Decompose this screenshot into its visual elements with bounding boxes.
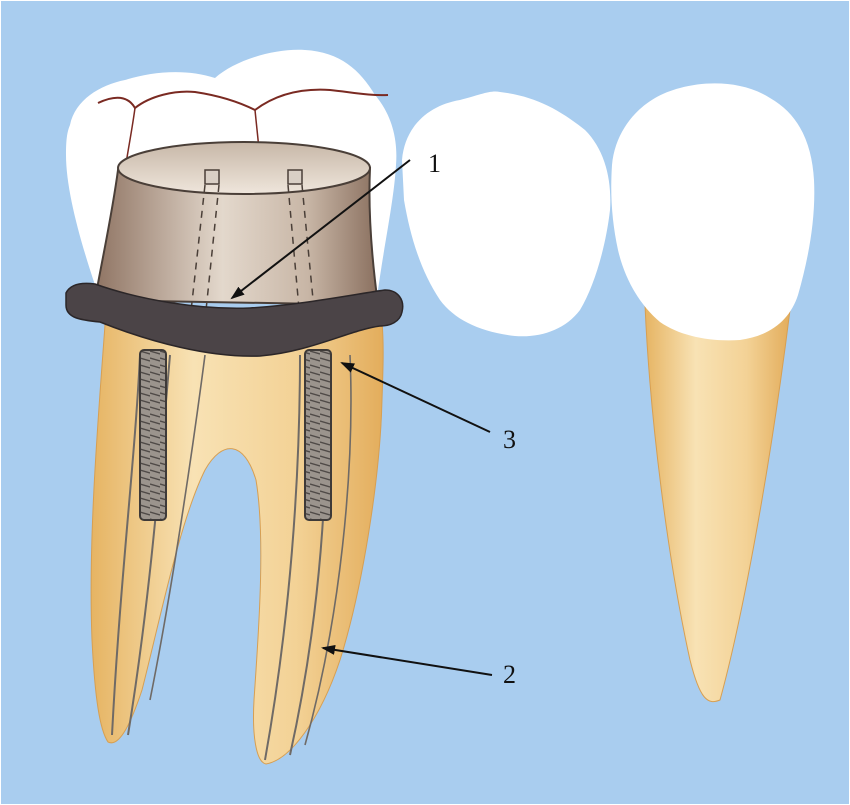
post-tip [205,170,219,184]
callout-1-label: 1 [428,149,441,178]
callout-2-label: 2 [503,660,516,689]
callout-3-label: 3 [503,425,516,454]
post-tip [288,170,302,184]
incisor-crown [611,83,814,340]
mesial-post [140,350,166,520]
post-core-top [118,142,370,194]
distal-post [305,350,331,520]
